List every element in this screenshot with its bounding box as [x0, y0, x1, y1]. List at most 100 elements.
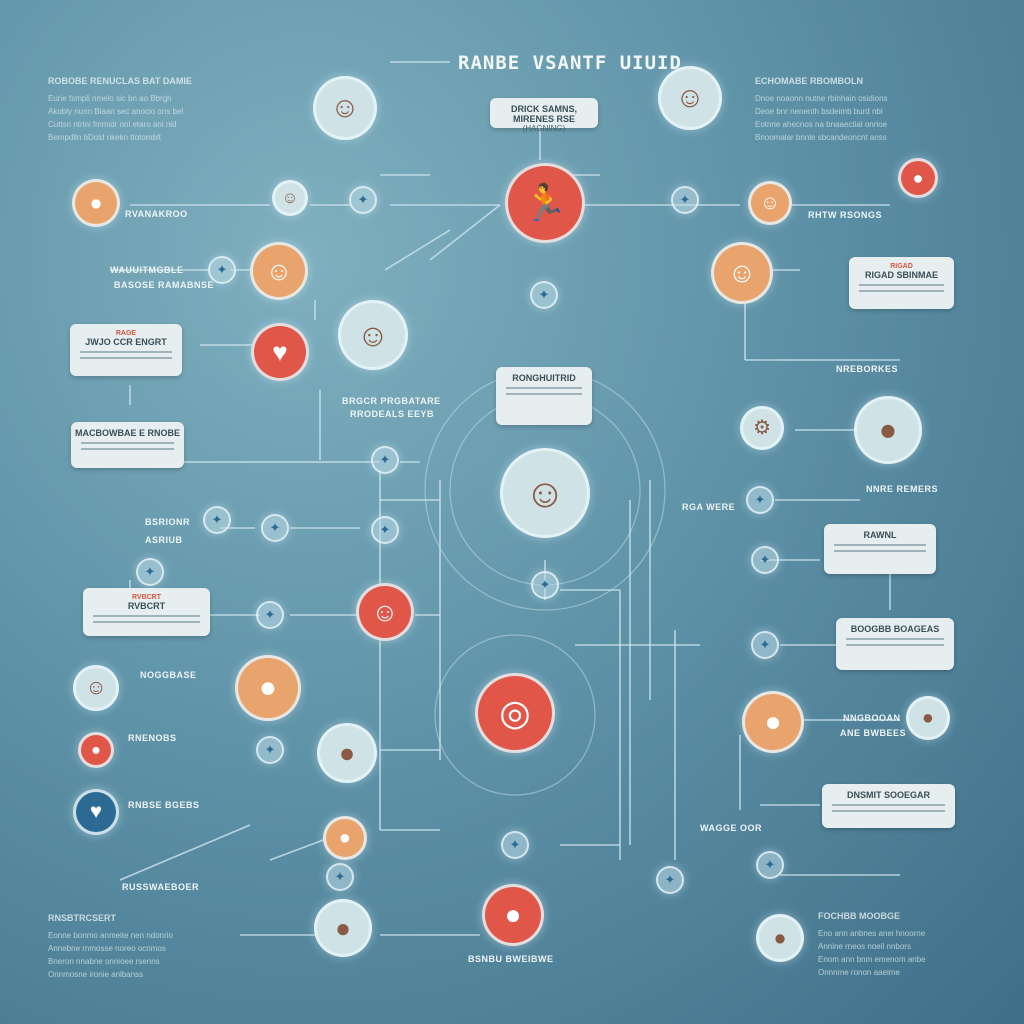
info-card-text-line	[81, 442, 174, 444]
text-block-heading: RNSBTRCSERT	[48, 913, 117, 923]
symbol-icon: ✦	[664, 872, 676, 887]
symbol-icon: ✦	[264, 742, 276, 757]
small-icon-bubble: ✦	[671, 186, 699, 214]
info-card-text-line	[506, 387, 582, 389]
text-block-line: Eurie fsmpli nmelo sic bn ao Bbrgh	[48, 94, 172, 103]
text-block-line: Annebne rnmosse noreo ocnmos	[48, 944, 166, 953]
node-label: ASRIUB	[145, 535, 183, 545]
magnifier-icon: ●	[922, 706, 934, 729]
diagram-node: ☺	[658, 66, 722, 130]
globe-icon: ●	[912, 167, 924, 188]
node-label: BASOSE RAMABNSE	[114, 280, 215, 290]
info-card-tag: RVBCRT	[131, 594, 162, 601]
symbol-icon: ✦	[144, 564, 156, 579]
text-block-line: Cuttsn ntrini fmmidr onl etaro ani nid	[48, 120, 177, 129]
connector-line	[429, 204, 501, 261]
doctor-avatar-icon: ☺	[524, 469, 566, 516]
small-icon-bubble: ✦	[756, 851, 784, 879]
diagram-node: ●	[482, 884, 544, 946]
info-card-text-line	[506, 393, 582, 395]
text-block-line: Bnoomalar bnnle sbcandeoncnt anss	[755, 133, 887, 142]
info-card-heading: RAWNL	[863, 530, 897, 540]
small-icon-bubble: ✦	[261, 514, 289, 542]
diagram-node: ●	[317, 723, 377, 783]
text-block-line: Annine rneos noeil nnbors	[818, 942, 911, 951]
brain-icon: ●	[89, 190, 103, 215]
flask-icon: ●	[878, 412, 898, 447]
node-label: RVANAKROO	[125, 209, 188, 219]
text-block-line: Akobly nunn Biaan sec anocio ons bel	[48, 107, 184, 116]
small-icon-bubble: ✦	[203, 506, 231, 534]
node-label: RNBSE BGEBS	[128, 800, 200, 810]
info-card-text-line	[859, 284, 944, 286]
symbol-icon: ✦	[509, 837, 521, 852]
text-block-heading: ROBOBE RENUCLAS BAT DAMIE	[48, 76, 192, 86]
diagram-node: ☺	[500, 448, 590, 538]
diagram-node: ●	[314, 899, 372, 957]
info-card-heading: DNSMIT SOOEGAR	[846, 790, 930, 800]
diagram-node: ☺	[250, 242, 308, 300]
diagram-node: ☺	[356, 583, 414, 641]
symbol-icon: ✦	[379, 522, 391, 537]
diagram-node: ⚙	[740, 406, 784, 450]
info-card-text-line	[832, 810, 945, 812]
text-block-line: Bneron nnabne onnioee rsenns	[48, 957, 160, 966]
info-card-text-line	[93, 615, 200, 617]
info-card-tag: RIGAD	[890, 263, 913, 270]
info-card-text-line	[80, 357, 172, 359]
diagram-node: 🏃	[505, 163, 585, 243]
symbol-icon: ✦	[334, 869, 346, 884]
info-card-tag: RAGE	[115, 330, 137, 337]
diagram-node: ☺	[338, 300, 408, 370]
diagram-node: ●	[854, 396, 922, 464]
sun-icon: ●	[339, 826, 351, 849]
info-card: RAWNL	[824, 524, 936, 574]
node-label: RRODEALS EEYB	[350, 409, 435, 419]
orbit-ring	[434, 634, 596, 796]
info-card-text-line	[834, 550, 926, 552]
symbol-icon: ✦	[754, 492, 766, 507]
small-icon-bubble: ✦	[530, 281, 558, 309]
text-block-line: Deoe bnr nenenth bsdeimb burd nbl	[755, 107, 883, 116]
diagram-node: ●	[235, 655, 301, 721]
face-avatar-icon: ☺	[265, 255, 293, 286]
text-block-line: Enom ann bnm emenom anbe	[818, 955, 926, 964]
diagram-node: ●	[742, 691, 804, 753]
node-label: RGA WERE	[682, 502, 736, 512]
heart-icon: ♥	[272, 336, 288, 367]
symbol-icon: ✦	[269, 520, 281, 535]
node-label: ANE BWBEES	[840, 728, 907, 738]
hand-icon: ●	[504, 899, 522, 930]
small-icon-bubble: ✦	[136, 558, 164, 586]
symbol-icon: ✦	[759, 552, 771, 567]
diagram-title: RANBE VSANTF UIUID	[458, 52, 682, 74]
man-avatar-icon: ☺	[675, 81, 705, 114]
info-card: BOOGBB BOAGEAS	[836, 618, 954, 670]
info-card: DNSMIT SOOEGAR	[822, 784, 955, 828]
tablet-icon: ●	[338, 737, 356, 768]
node-label: WAUUITMGBLE	[110, 265, 184, 275]
diagram-node: ☺	[711, 242, 773, 304]
connector-line	[384, 229, 451, 271]
small-icon-bubble: ✦	[208, 256, 236, 284]
info-card-text-line	[80, 351, 172, 353]
diagram-node: ●	[323, 816, 367, 860]
text-block-line: Bempdlln bDold nkekn ttotomblt	[48, 133, 161, 142]
plane-icon: ●	[773, 925, 787, 950]
symbol-icon: ✦	[264, 607, 276, 622]
text-block-heading: ECHOMABE RBOMBOLN	[755, 76, 863, 86]
diagram-node: ◎	[475, 673, 555, 753]
symbol-icon: ✦	[211, 512, 223, 527]
diagram-node: ●	[756, 914, 804, 962]
node-label: NNGBOOAN	[843, 713, 901, 723]
info-card-heading: JWJO CCR ENGRT	[85, 337, 167, 347]
info-card: MACBOWBAE E RNOBE	[71, 422, 184, 468]
small-icon-bubble: ✦	[256, 601, 284, 629]
small-icon-bubble: ✦	[349, 186, 377, 214]
node-label: WAGGE OOR	[700, 823, 763, 833]
info-card-heading: RVBCRT	[127, 601, 166, 611]
boy-avatar-icon: ☺	[85, 676, 107, 699]
node-label: RNENOBS	[128, 733, 177, 743]
